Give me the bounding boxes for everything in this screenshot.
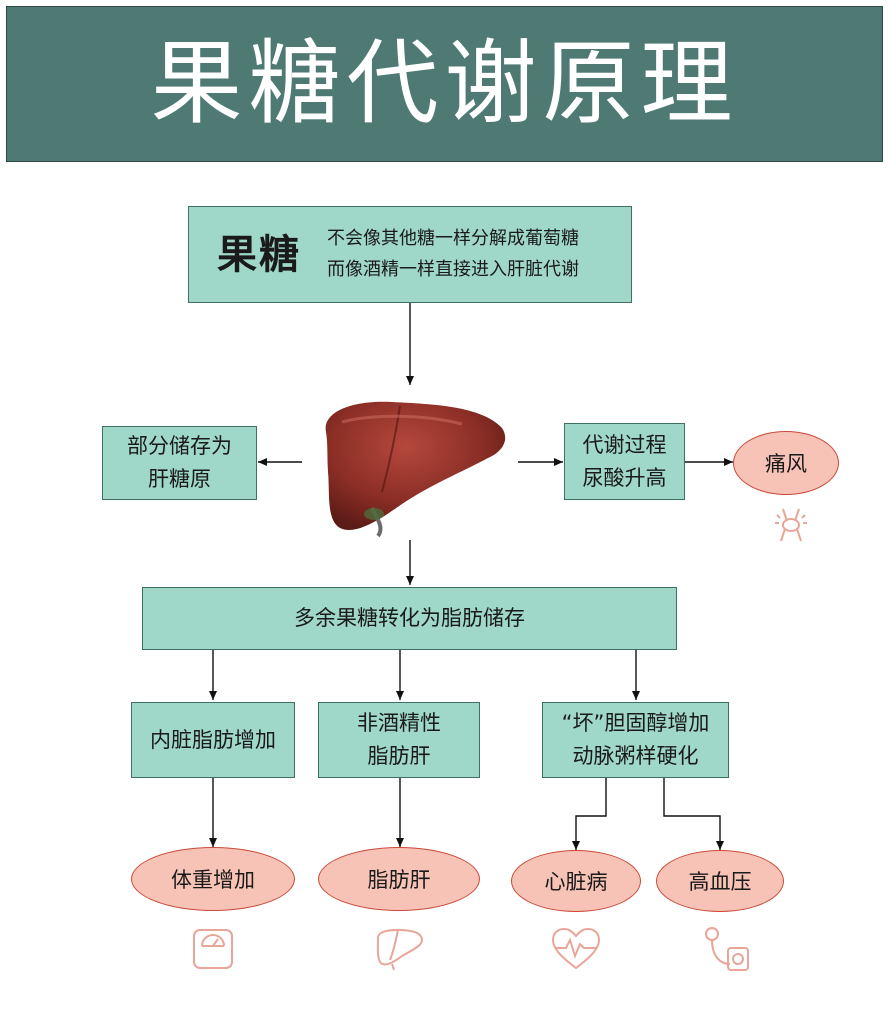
visceral-fat-box: 内脏脂肪增加 (131, 702, 295, 778)
cholesterol-box: “坏”胆固醇增加 动脉粥样硬化 (542, 702, 729, 778)
hypertension-oval: 高血压 (656, 850, 784, 912)
cholesterol-line2: 动脉粥样硬化 (572, 744, 699, 768)
scale-icon (193, 929, 233, 969)
hypertension-label: 高血压 (688, 870, 752, 894)
nafld-line2: 脂肪肝 (367, 744, 431, 768)
heart-icon (551, 927, 601, 970)
fructose-label: 果糖 (217, 231, 301, 278)
liver-image (325, 401, 506, 538)
gout-label: 痛风 (765, 452, 807, 476)
blood-pressure-icon (705, 927, 749, 971)
title-banner: 果糖代谢原理 (6, 6, 883, 162)
visceral-fat-label: 内脏脂肪增加 (150, 727, 276, 752)
weight-gain-label: 体重增加 (171, 868, 255, 892)
fructose-box: 果糖 不会像其他糖一样分解成葡萄糖 而像酒精一样直接进入肝脏代谢 (188, 206, 632, 303)
fat-storage-box: 多余果糖转化为脂肪储存 (142, 587, 677, 650)
joint-icon (775, 508, 807, 542)
glycogen-line2: 肝糖原 (148, 467, 211, 491)
fat-storage-label: 多余果糖转化为脂肪储存 (294, 606, 525, 631)
glycogen-box: 部分储存为 肝糖原 (102, 426, 257, 500)
heart-disease-oval: 心脏病 (511, 850, 641, 912)
uric-line1: 代谢过程 (582, 432, 667, 457)
fructose-desc-line1: 不会像其他糖一样分解成葡萄糖 (327, 227, 579, 249)
gout-oval: 痛风 (733, 431, 839, 495)
heart-disease-label: 心脏病 (544, 870, 608, 894)
liver-icon (376, 928, 424, 971)
page-title: 果糖代谢原理 (150, 30, 739, 137)
nafld-line1: 非酒精性 (357, 711, 441, 736)
glycogen-line1: 部分储存为 (127, 434, 232, 459)
fatty-liver-oval: 脂肪肝 (318, 847, 480, 911)
fatty-liver-label: 脂肪肝 (367, 868, 431, 892)
cholesterol-line1: “坏”胆固醇增加 (561, 711, 710, 736)
nafld-box: 非酒精性 脂肪肝 (318, 702, 480, 778)
uric-acid-box: 代谢过程 尿酸升高 (564, 423, 685, 500)
fructose-description: 不会像其他糖一样分解成葡萄糖 而像酒精一样直接进入肝脏代谢 (327, 224, 579, 285)
weight-gain-oval: 体重增加 (131, 847, 295, 911)
uric-line2: 尿酸升高 (582, 465, 667, 490)
fructose-desc-line2: 而像酒精一样直接进入肝脏代谢 (327, 258, 579, 280)
